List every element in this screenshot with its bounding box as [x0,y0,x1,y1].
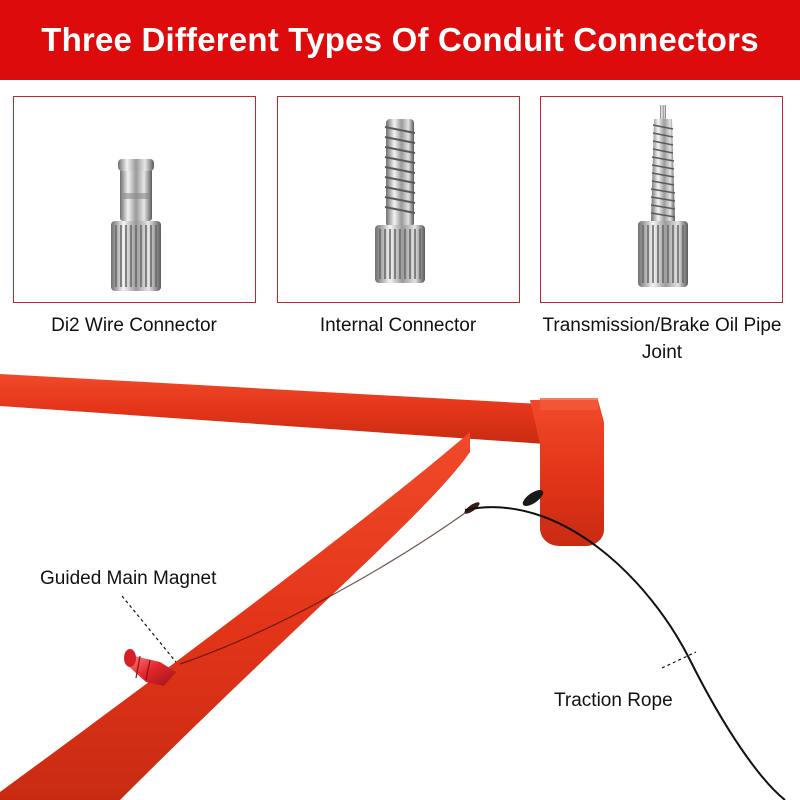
caption-oil-pipe: Transmission/Brake Oil Pipe Joint [542,315,782,363]
rope-leader-line [661,651,697,669]
connector-card-oil-pipe [540,96,783,303]
cable-port [522,489,544,507]
internal-connector-image [375,119,425,283]
title-banner: Three Different Types Of Conduit Connect… [0,0,800,80]
frame-down-tube [0,432,470,800]
frame-head-tube [530,400,604,546]
traction-rope [464,506,786,800]
bike-frame-illustration [0,374,786,800]
caption-internal: Internal Connector [319,315,477,336]
label-guided-main-magnet: Guided Main Magnet [40,568,217,589]
connector-card-di2 [13,96,256,303]
frame-top-tube [0,374,545,444]
page-title: Three Different Types Of Conduit Connect… [41,21,759,58]
oil-pipe-joint-image [638,105,688,287]
di2-connector-image [111,159,161,291]
label-traction-rope: Traction Rope [554,690,673,711]
guided-main-magnet [124,649,176,686]
caption-di2: Di2 Wire Connector [51,315,217,336]
magnet-leader-line [121,595,177,663]
connector-card-internal [277,96,520,303]
